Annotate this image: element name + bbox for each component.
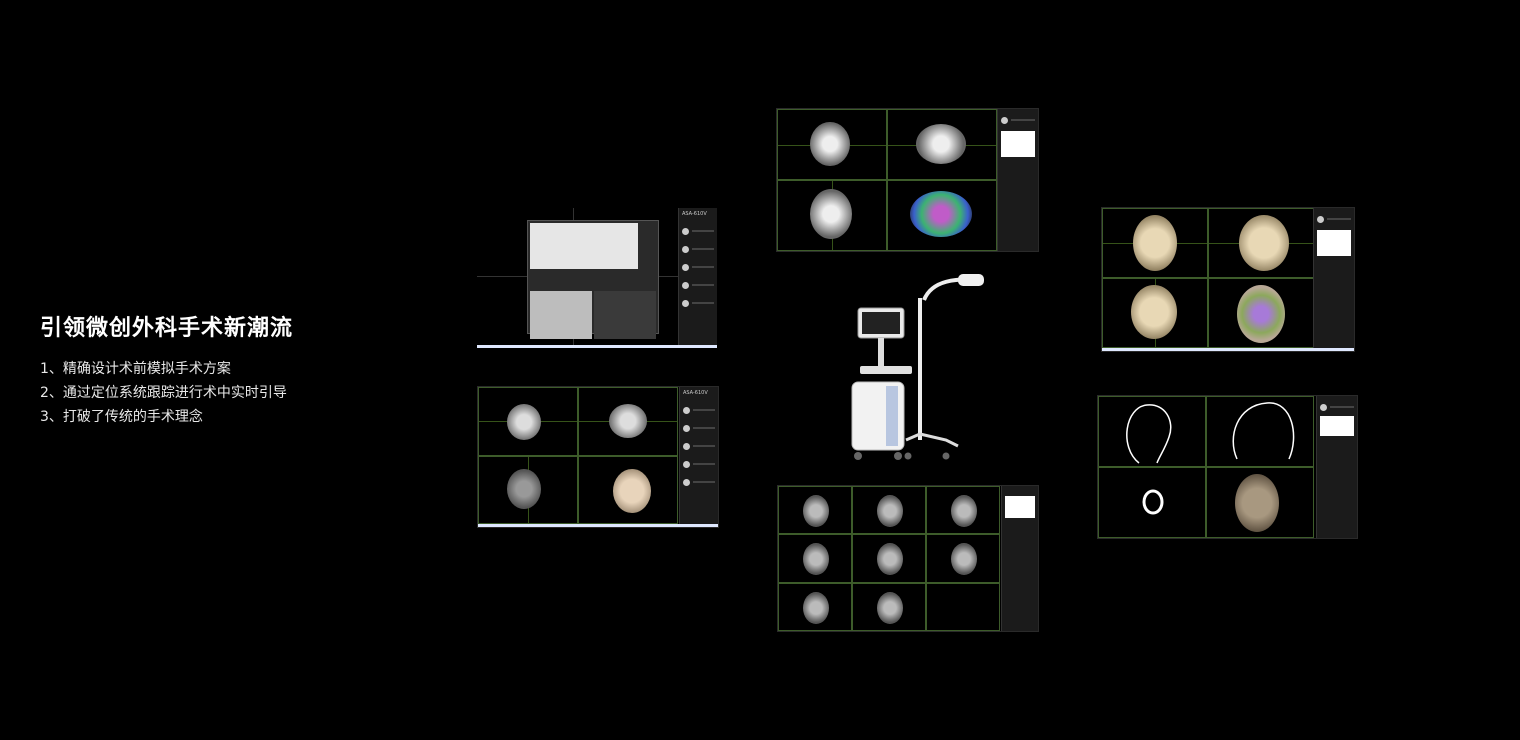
navigation-system-cart <box>851 274 984 460</box>
screenshot-mri-fusion <box>776 108 1039 252</box>
patient-table-window[interactable] <box>527 220 659 339</box>
mri-sagittal-image <box>1239 215 1289 271</box>
mri-axial-image <box>810 189 852 239</box>
ct-slice-image <box>877 591 903 624</box>
brain-logo-icon <box>1001 116 1008 124</box>
circle-tool-icon[interactable] <box>683 478 690 486</box>
brain-logo-icon <box>1320 403 1327 411</box>
info-panel <box>1317 230 1351 256</box>
sidebar-panel <box>1316 396 1357 538</box>
circle-tool-icon[interactable] <box>683 442 690 450</box>
head-contour-side <box>1232 402 1295 460</box>
sidebar-panel <box>1001 486 1038 631</box>
ring-target <box>1142 489 1164 515</box>
screenshot-contour-plan <box>1097 395 1358 539</box>
ct-coronal-image <box>507 468 541 509</box>
mri-sagittal-image <box>916 124 966 164</box>
info-panel <box>1001 131 1035 157</box>
circle-tool-icon[interactable] <box>683 406 690 414</box>
feature-list: 1、精确设计术前模拟手术方案 2、通过定位系统跟踪进行术中实时引导 3、打破了传… <box>40 357 287 429</box>
info-panel <box>1320 416 1354 436</box>
ct-slice-image <box>877 495 903 527</box>
ct-slice-image <box>951 495 977 527</box>
screenshot-mri-head-3d <box>1101 207 1355 352</box>
ct-slice-image <box>803 543 829 576</box>
head-contour-front <box>1126 404 1172 464</box>
taskbar <box>477 345 717 348</box>
mri-coronal-image <box>810 122 850 166</box>
screenshot-patient-list: ASA-610V <box>477 208 717 348</box>
tracking-camera <box>958 274 984 286</box>
info-panel <box>1005 496 1035 518</box>
circle-tool-icon[interactable] <box>683 460 690 468</box>
taskbar <box>478 524 718 527</box>
circle-tool-icon[interactable] <box>683 424 690 432</box>
ct-slice-image <box>803 591 829 624</box>
screenshot-slice-matrix <box>777 485 1039 632</box>
circle-tool-icon[interactable] <box>682 299 689 307</box>
feature-item-1: 1、精确设计术前模拟手术方案 <box>40 361 231 377</box>
ct-slice-image <box>803 495 829 527</box>
fiber-tract-render <box>910 191 972 237</box>
brain-logo-icon <box>1317 215 1324 223</box>
circle-tool-icon[interactable] <box>682 263 689 271</box>
sidebar-panel: ASA-610V <box>678 208 717 348</box>
sidebar-panel <box>1313 208 1354 351</box>
ct-slice-image <box>951 543 977 576</box>
sidebar-title: ASA-610V <box>682 211 707 217</box>
sidebar-panel <box>997 109 1038 251</box>
circle-tool-icon[interactable] <box>682 245 689 253</box>
ct-axial-image <box>507 404 541 440</box>
head-3d-render <box>1237 285 1285 343</box>
feature-item-3: 3、打破了传统的手术理念 <box>40 409 203 425</box>
ct-slice-image <box>877 543 903 576</box>
taskbar <box>1102 348 1354 351</box>
sidebar-panel: ASA-610V <box>679 387 718 527</box>
headline: 引领微创外科手术新潮流 <box>40 316 294 341</box>
ct-sagittal-image <box>609 404 647 438</box>
sidebar-title: ASA-610V <box>683 390 708 396</box>
mri-axial-image <box>1131 285 1177 339</box>
head-3d-render <box>613 468 651 513</box>
head-3d-render <box>1235 474 1279 532</box>
mri-coronal-image <box>1133 215 1177 271</box>
feature-item-2: 2、通过定位系统跟踪进行术中实时引导 <box>40 385 287 401</box>
circle-tool-icon[interactable] <box>682 281 689 289</box>
circle-tool-icon[interactable] <box>682 227 689 235</box>
screenshot-ct-views: ASA-610V <box>477 386 719 528</box>
